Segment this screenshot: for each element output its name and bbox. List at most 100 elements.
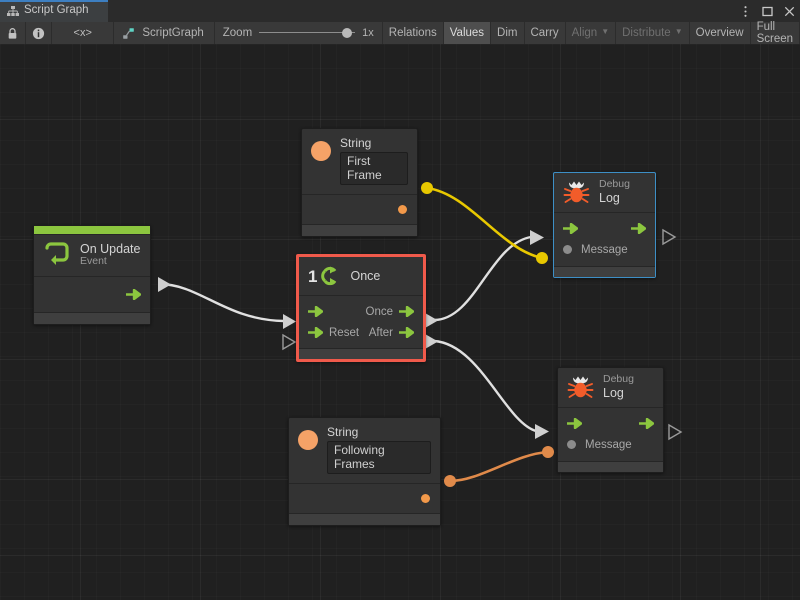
edge-log2-in-arrow bbox=[535, 424, 549, 439]
string1-value-output-port[interactable] bbox=[398, 205, 407, 215]
graph-toolbar: <x> ScriptGraph Zoom 1x Relations Values D… bbox=[0, 21, 800, 45]
string-circle-icon bbox=[298, 430, 318, 450]
log2-message-port-dot bbox=[567, 440, 576, 449]
log2-body: Message bbox=[558, 408, 663, 461]
string1-titles: String First Frame bbox=[340, 136, 408, 186]
on-update-titles: On Update Event bbox=[80, 242, 140, 268]
on-update-trigger-output-port[interactable] bbox=[126, 289, 141, 300]
graph-name-field[interactable]: ScriptGraph bbox=[114, 22, 215, 44]
zoom-slider[interactable] bbox=[259, 27, 356, 39]
toolbar-button-align[interactable]: Align▼ bbox=[566, 22, 617, 44]
graph-name-label: ScriptGraph bbox=[142, 27, 204, 39]
log1-enter-input-port[interactable] bbox=[563, 223, 578, 234]
string1-output-row bbox=[302, 202, 417, 217]
string2-value-output-port[interactable] bbox=[421, 494, 430, 504]
string1-value-input[interactable]: First Frame bbox=[340, 152, 408, 186]
toolbar-button-values[interactable]: Values bbox=[443, 22, 492, 44]
log1-exit-output-port[interactable] bbox=[631, 223, 646, 234]
toolbar-button-carry[interactable]: Carry bbox=[525, 22, 566, 44]
node-debug-log-1[interactable]: Debug Log Message bbox=[553, 172, 656, 278]
on-update-footer bbox=[34, 312, 150, 324]
once-reset-input-port[interactable] bbox=[282, 333, 297, 351]
log2-flow-row bbox=[558, 413, 663, 434]
on-update-output-row bbox=[34, 286, 150, 303]
code-view-button[interactable]: <x> bbox=[52, 22, 115, 44]
once-counter-icon: 1 bbox=[308, 265, 341, 287]
maximize-icon[interactable] bbox=[761, 5, 774, 18]
log2-title: Log bbox=[603, 385, 624, 400]
lock-button[interactable] bbox=[0, 22, 26, 44]
toolbar-button-dim[interactable]: Dim bbox=[491, 22, 525, 44]
toolbar-button-full-screen[interactable]: Full Screen bbox=[751, 21, 800, 45]
edge-log1-message-knob bbox=[536, 252, 548, 264]
string2-output-row bbox=[289, 491, 440, 506]
zoom-slider-track bbox=[259, 32, 356, 33]
zoom-label: Zoom bbox=[222, 27, 253, 39]
string2-titles: String Following Frames bbox=[327, 425, 431, 475]
node-once[interactable]: 1 Once bbox=[296, 254, 426, 362]
node-string-first-frame[interactable]: String First Frame bbox=[301, 128, 418, 238]
toolbar-button-label: Full Screen bbox=[756, 21, 793, 45]
edge-string2-to-log2-message bbox=[449, 450, 549, 483]
log2-message-label: Message bbox=[585, 438, 632, 451]
info-button[interactable] bbox=[26, 22, 52, 44]
update-loop-icon bbox=[45, 242, 69, 265]
node-on-update[interactable]: On Update Event bbox=[33, 225, 151, 325]
toolbar-button-overview[interactable]: Overview bbox=[690, 22, 751, 44]
once-output-once-label: Once bbox=[365, 305, 394, 318]
on-update-header: On Update Event bbox=[34, 235, 150, 277]
string2-value-input[interactable]: Following Frames bbox=[327, 441, 431, 475]
once-title: Once bbox=[350, 269, 381, 283]
log1-output-port[interactable] bbox=[662, 228, 677, 246]
edge-string1-to-log1-message bbox=[426, 186, 543, 260]
tab-label: Script Graph bbox=[24, 4, 89, 17]
toolbar-button-label: Distribute bbox=[622, 27, 671, 39]
script-graph-icon bbox=[123, 27, 135, 39]
toolbar-button-relations[interactable]: Relations bbox=[383, 22, 444, 44]
chevron-down-icon: ▼ bbox=[674, 27, 683, 36]
edge-once-to-log1 bbox=[433, 235, 532, 322]
log1-message-port-dot bbox=[563, 245, 572, 254]
toolbar-button-label: Values bbox=[449, 27, 485, 39]
string1-body bbox=[302, 195, 417, 224]
once-enter-input[interactable] bbox=[308, 306, 323, 317]
edge-onupdate-start-arrow bbox=[158, 277, 171, 292]
log1-message-input[interactable]: Message bbox=[563, 244, 628, 256]
once-output-once-arrow-icon bbox=[399, 306, 414, 317]
log1-flow-row bbox=[554, 218, 655, 239]
once-output-after-arrow-icon bbox=[399, 327, 414, 338]
chevron-down-icon: ▼ bbox=[601, 27, 610, 36]
log2-enter-input-port[interactable] bbox=[567, 418, 582, 429]
log2-exit-output-port[interactable] bbox=[639, 418, 654, 429]
once-row-1: Once bbox=[299, 301, 423, 322]
node-debug-log-2[interactable]: Debug Log Message bbox=[557, 367, 664, 473]
once-output-once[interactable]: Once bbox=[365, 305, 414, 318]
log2-output-port[interactable] bbox=[668, 423, 683, 441]
edge-once-in-arrow bbox=[283, 314, 296, 329]
string-circle-icon bbox=[311, 141, 331, 161]
string2-footer bbox=[289, 513, 440, 526]
zoom-slider-handle[interactable] bbox=[341, 28, 352, 38]
log1-body: Message bbox=[554, 213, 655, 266]
once-output-after[interactable]: After bbox=[369, 327, 414, 339]
once-body: Once Reset After bbox=[299, 296, 423, 348]
tab-active-accent bbox=[0, 0, 108, 2]
more-options-icon[interactable] bbox=[739, 5, 752, 18]
once-input-reset[interactable]: Reset bbox=[308, 327, 359, 339]
node-string-following-frames[interactable]: String Following Frames bbox=[288, 417, 441, 527]
zoom-control[interactable]: Zoom 1x bbox=[215, 22, 383, 44]
toolbar-button-label: Relations bbox=[388, 27, 437, 39]
log1-message-row: Message bbox=[554, 239, 655, 260]
toolbar-button-distribute[interactable]: Distribute▼ bbox=[616, 22, 690, 44]
log2-titles: Debug Log bbox=[603, 373, 634, 400]
close-icon[interactable] bbox=[783, 5, 796, 18]
log2-message-input[interactable]: Message bbox=[567, 439, 632, 451]
graph-canvas[interactable]: On Update Event String First Frame bbox=[0, 44, 800, 600]
log2-header: Debug Log bbox=[558, 368, 663, 408]
toolbar-button-label: Overview bbox=[695, 27, 744, 39]
tab-script-graph[interactable]: Script Graph bbox=[0, 0, 108, 22]
info-icon bbox=[32, 27, 45, 39]
once-output-after-label: After bbox=[368, 326, 393, 339]
on-update-subtitle: Event bbox=[80, 255, 107, 268]
